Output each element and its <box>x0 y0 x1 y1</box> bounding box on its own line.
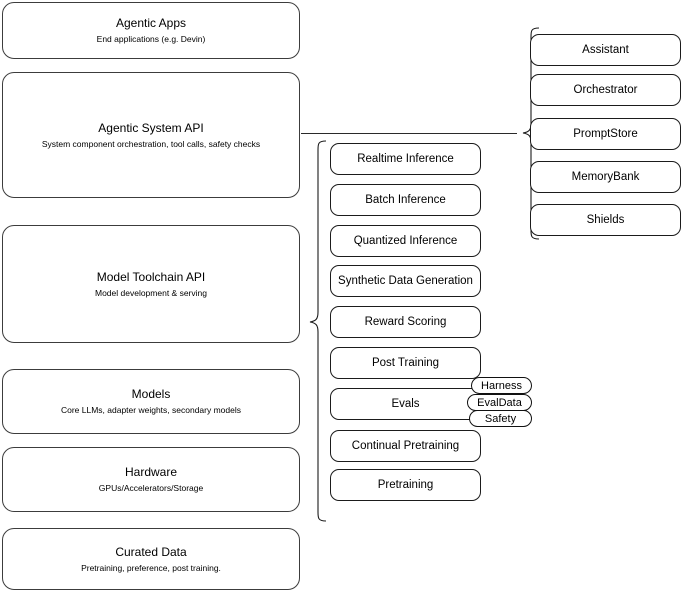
layer-title: Model Toolchain API <box>96 269 206 284</box>
layer-curated-data[interactable]: Curated Data Pretraining, preference, po… <box>2 528 300 590</box>
system-component-orchestrator[interactable]: Orchestrator <box>530 74 681 106</box>
component-reward-scoring[interactable]: Reward Scoring <box>330 306 481 338</box>
connector-system-api-to-components <box>301 133 517 134</box>
layer-subtitle: Model development & serving <box>95 287 207 298</box>
pill-label: Safety <box>484 412 517 425</box>
system-component-memorybank[interactable]: MemoryBank <box>530 161 681 193</box>
pill-label: EvalData <box>477 396 522 409</box>
layer-title: Models <box>131 387 171 401</box>
layer-subtitle: Core LLMs, adapter weights, secondary mo… <box>60 405 241 415</box>
component-pretraining[interactable]: Pretraining <box>330 469 481 501</box>
layer-agentic-apps[interactable]: Agentic Apps End applications (e.g. Devi… <box>2 2 300 59</box>
component-label: Orchestrator <box>573 84 638 96</box>
system-component-promptstore[interactable]: PromptStore <box>530 118 681 150</box>
component-realtime-inference[interactable]: Realtime Inference <box>330 143 481 175</box>
layer-title: Hardware <box>124 465 178 479</box>
component-label: Assistant <box>582 44 629 56</box>
component-synthetic-data-generation[interactable]: Synthetic Data Generation <box>330 265 481 297</box>
component-label: PromptStore <box>573 128 638 140</box>
layer-title: Agentic System API <box>98 120 204 135</box>
layer-model-toolchain-api[interactable]: Model Toolchain API Model development & … <box>2 225 300 343</box>
component-label: Reward Scoring <box>364 316 447 328</box>
layer-subtitle: End applications (e.g. Devin) <box>96 34 206 44</box>
layer-subtitle: System component orchestration, tool cal… <box>41 138 261 149</box>
component-label: Synthetic Data Generation <box>338 275 473 287</box>
component-evals[interactable]: Evals <box>330 388 481 420</box>
evals-sub-safety[interactable]: Safety <box>469 410 532 427</box>
layer-hardware[interactable]: Hardware GPUs/Accelerators/Storage <box>2 447 300 512</box>
component-post-training[interactable]: Post Training <box>330 347 481 379</box>
component-label: Continual Pretraining <box>351 440 460 452</box>
component-continual-pretraining[interactable]: Continual Pretraining <box>330 430 481 462</box>
component-batch-inference[interactable]: Batch Inference <box>330 184 481 216</box>
pill-label: Harness <box>481 379 522 392</box>
layer-agentic-system-api[interactable]: Agentic System API System component orch… <box>2 72 300 198</box>
component-quantized-inference[interactable]: Quantized Inference <box>330 225 481 257</box>
component-label: Quantized Inference <box>353 235 458 247</box>
system-components-brace <box>522 27 540 240</box>
component-label: Realtime Inference <box>357 153 454 165</box>
layer-models[interactable]: Models Core LLMs, adapter weights, secon… <box>2 369 300 434</box>
layer-subtitle: GPUs/Accelerators/Storage <box>98 483 204 493</box>
component-label: MemoryBank <box>571 171 640 183</box>
evals-sub-harness[interactable]: Harness <box>471 377 532 394</box>
layer-title: Agentic Apps <box>115 16 187 30</box>
evals-sub-evaldata[interactable]: EvalData <box>467 394 532 411</box>
layer-subtitle: Pretraining, preference, post training. <box>81 562 221 573</box>
component-label: Pretraining <box>377 479 434 491</box>
component-label: Batch Inference <box>365 194 446 206</box>
component-label: Post Training <box>371 357 440 369</box>
system-component-assistant[interactable]: Assistant <box>530 34 681 66</box>
component-label: Evals <box>391 398 420 410</box>
layer-title: Curated Data <box>115 544 187 559</box>
toolchain-brace <box>309 140 327 522</box>
system-component-shields[interactable]: Shields <box>530 204 681 236</box>
component-label: Shields <box>586 214 625 226</box>
